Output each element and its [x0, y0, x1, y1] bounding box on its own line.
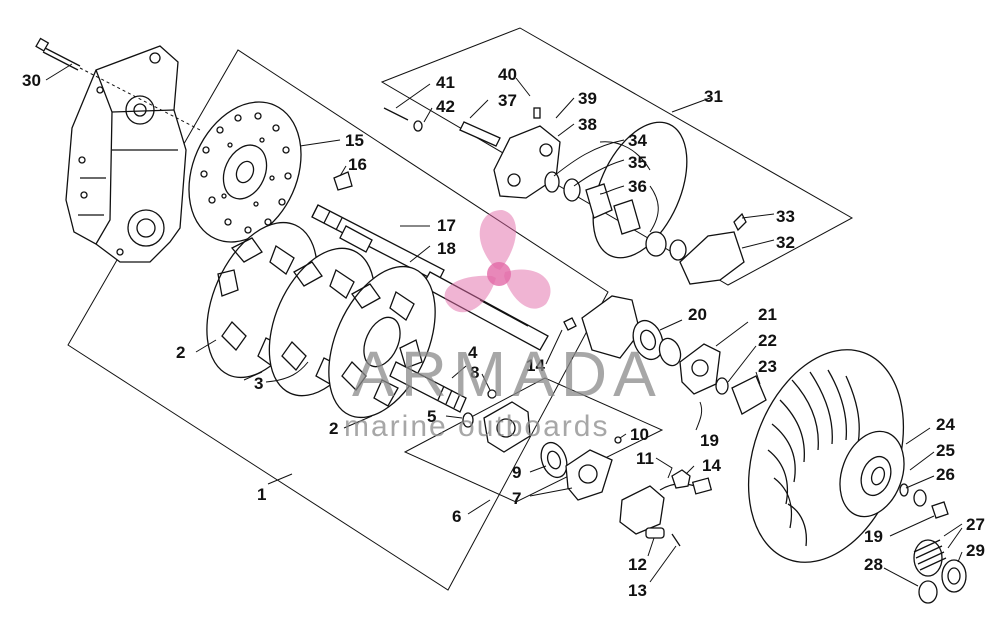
callout-18: 18	[437, 239, 456, 258]
washer-22	[715, 377, 729, 395]
callout-11: 11	[636, 449, 654, 468]
callout-8: 8	[470, 363, 479, 382]
bearing-9	[540, 441, 568, 479]
callout-13: 13	[628, 581, 647, 600]
callout-38: 38	[578, 115, 597, 134]
callout-3: 3	[254, 374, 263, 393]
bolt-41	[383, 107, 409, 121]
bushing-23	[731, 375, 767, 415]
brake-caliper-group	[383, 107, 747, 285]
washer-26	[899, 483, 909, 497]
nut-10	[614, 436, 622, 444]
sensor-12	[645, 527, 665, 539]
callout-2-upper: 2	[176, 343, 185, 362]
callout-25: 25	[936, 441, 955, 460]
spacer-5	[462, 412, 474, 428]
callout-1: 1	[257, 485, 266, 504]
flange-7	[565, 449, 613, 501]
callout-40: 40	[498, 65, 517, 84]
callout-31: 31	[704, 87, 723, 106]
callout-35: 35	[628, 153, 647, 172]
brake-disc	[188, 101, 302, 243]
flange-21	[679, 343, 721, 395]
callout-19-left: 19	[700, 431, 719, 450]
callout-28: 28	[864, 555, 883, 574]
callout-24: 24	[936, 415, 955, 434]
callout-15: 15	[345, 131, 364, 150]
pad-36	[585, 183, 613, 219]
callout-labels: 30 15 16 17 18 2 3 2 4 8 14 5 9 7 6 1 10…	[22, 65, 985, 600]
callout-41: 41	[436, 73, 455, 92]
callout-17: 17	[437, 216, 456, 235]
callout-32: 32	[776, 233, 795, 252]
pin-37	[459, 121, 501, 147]
callout-14-lower: 14	[702, 456, 721, 475]
nut-14-lower	[671, 469, 691, 489]
callout-30: 30	[22, 71, 41, 90]
watermark-tagline: marine outboards	[344, 410, 609, 443]
drive-sprocket-assembly	[206, 221, 467, 419]
gearcase-housing	[65, 45, 187, 263]
callout-22: 22	[758, 331, 777, 350]
group-6-boundary	[403, 377, 664, 503]
callout-12: 12	[628, 555, 647, 574]
callout-4: 4	[468, 343, 478, 362]
callout-10: 10	[630, 425, 649, 444]
key-16	[333, 171, 353, 191]
callout-20: 20	[688, 305, 707, 324]
callout-9: 9	[512, 463, 521, 482]
o-ring-28	[918, 580, 938, 604]
callout-5: 5	[427, 407, 436, 426]
leader-lines	[45, 63, 963, 587]
bolt-30	[35, 37, 201, 131]
callout-14-upper: 14	[526, 356, 545, 375]
callout-36: 36	[628, 177, 647, 196]
spring-27	[913, 539, 947, 571]
flange-plate	[483, 401, 531, 453]
callout-39: 39	[578, 89, 597, 108]
group-31-boundary	[380, 27, 854, 286]
callout-2-lower: 2	[329, 419, 338, 438]
callout-6: 6	[452, 507, 461, 526]
callout-29: 29	[966, 541, 985, 560]
callout-23: 23	[758, 357, 777, 376]
watermark: ARMADA marine outboards	[344, 210, 662, 443]
callout-27: 27	[966, 515, 985, 534]
driven-bearing-group	[581, 295, 767, 415]
speed-sensor	[563, 317, 713, 547]
screw-40	[533, 107, 541, 119]
screw-13	[671, 533, 681, 547]
callout-34: 34	[628, 131, 647, 150]
callout-26: 26	[936, 465, 955, 484]
callout-37: 37	[498, 91, 517, 110]
callout-19-right: 19	[864, 527, 883, 546]
bolt-19	[931, 501, 949, 519]
bearing-20	[632, 319, 664, 361]
propeller-logo	[444, 210, 551, 313]
callout-7: 7	[512, 489, 521, 508]
callout-21: 21	[758, 305, 777, 324]
bearing-housing-group	[462, 389, 622, 501]
cap-29	[941, 559, 967, 593]
bolt-8	[487, 389, 497, 399]
pulley-hardware	[899, 483, 967, 604]
caliper-32	[679, 231, 745, 285]
seal-34	[544, 171, 560, 193]
piston-35	[563, 178, 581, 202]
callout-33: 33	[776, 207, 795, 226]
bleeder-33	[733, 212, 747, 232]
driven-pulley	[747, 349, 905, 563]
washer-42	[413, 120, 423, 132]
callout-42: 42	[436, 97, 455, 116]
nut-14-upper	[563, 317, 577, 331]
watermark-brand: ARMADA	[352, 338, 662, 410]
callout-16: 16	[348, 155, 367, 174]
